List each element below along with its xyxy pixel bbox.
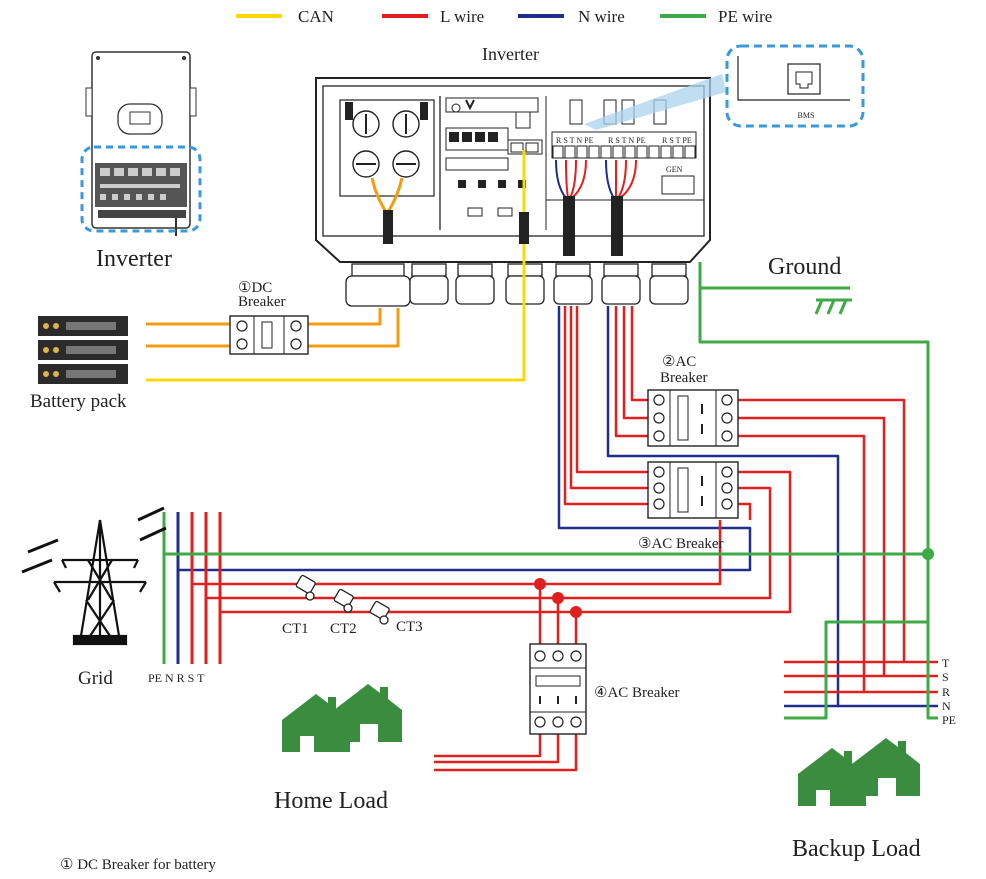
ac-breaker3-label: ③AC Breaker (638, 536, 724, 552)
house-icon (282, 684, 402, 752)
legend-item-n-wire: N wire (518, 7, 625, 26)
bus-n-label: N (942, 699, 951, 713)
dc-breaker-word: Breaker (238, 294, 285, 310)
legend-pe-wire-label: PE wire (718, 7, 772, 26)
grid-label: Grid (78, 668, 113, 689)
bms-label: BMS (798, 111, 815, 120)
legend-n-wire-label: N wire (578, 7, 625, 26)
comms-ports (445, 97, 543, 217)
backup-load-label: Backup Load (792, 836, 921, 862)
ground-symbol-icon (814, 298, 852, 315)
ct-clamp-icon (333, 588, 354, 613)
inverter-main: Inverter (315, 44, 711, 307)
battery-pack-label: Battery pack (30, 391, 127, 412)
ac-breaker-4: ④AC Breaker (529, 643, 680, 735)
bus-r-label: R (942, 685, 950, 699)
wires (146, 244, 938, 772)
legend-item-can: CAN (236, 7, 334, 26)
grid-phases-label: PE N R S T (148, 671, 205, 685)
pylon-icon (21, 506, 167, 646)
bus-t-label: T (942, 656, 950, 670)
junction-dots (534, 548, 934, 618)
battery-icon (38, 316, 128, 384)
bms-callout: BMS (584, 44, 865, 130)
bus-pe-label: PE (942, 713, 956, 727)
legend-item-pe-wire: PE wire (660, 7, 772, 26)
home-load-label: Home Load (274, 788, 388, 814)
legend-l-wire-label: L wire (440, 7, 484, 26)
cable-glands (345, 263, 689, 307)
inverter-thumb-label: Inverter (96, 246, 172, 272)
ac-breaker-3: ③AC Breaker (638, 461, 739, 552)
ct1-label: CT1 (282, 621, 309, 637)
terminal-load-label: R S T N PE (556, 136, 594, 145)
ct-clamps (295, 574, 390, 625)
dc-breaker: ①DC Breaker (229, 280, 309, 355)
ac-breaker4-label: ④AC Breaker (594, 685, 680, 701)
ct-clamp-icon (295, 574, 316, 601)
terminal-grid-label: R S T N PE (608, 136, 646, 145)
terminal-gen-label: R S T PE (662, 136, 692, 145)
inverter-main-label: Inverter (482, 44, 539, 64)
ct-clamp-icon (369, 600, 390, 625)
ac-breaker2-word: Breaker (660, 370, 707, 386)
house-icon (798, 738, 920, 806)
ct3-label: CT3 (396, 619, 423, 635)
ct2-label: CT2 (330, 621, 357, 637)
ac-breaker2-number: ②AC (662, 354, 696, 370)
ac-breaker-2: ②AC Breaker (647, 354, 739, 447)
ground-label: Ground (768, 254, 841, 280)
dc-breaker-number: ①DC (238, 280, 272, 296)
legend: CAN L wire N wire PE wire (236, 7, 772, 26)
dc-switch-block (339, 99, 435, 197)
backup-bus-labels: T S R N PE (942, 656, 956, 727)
footnote: ① DC Breaker for battery (60, 857, 216, 873)
bus-s-label: S (942, 670, 949, 684)
legend-can-label: CAN (298, 7, 334, 26)
legend-item-l-wire: L wire (382, 7, 484, 26)
terminal-gen-text: GEN (666, 165, 683, 174)
inverter-thumbnail: Inverter (80, 51, 202, 272)
